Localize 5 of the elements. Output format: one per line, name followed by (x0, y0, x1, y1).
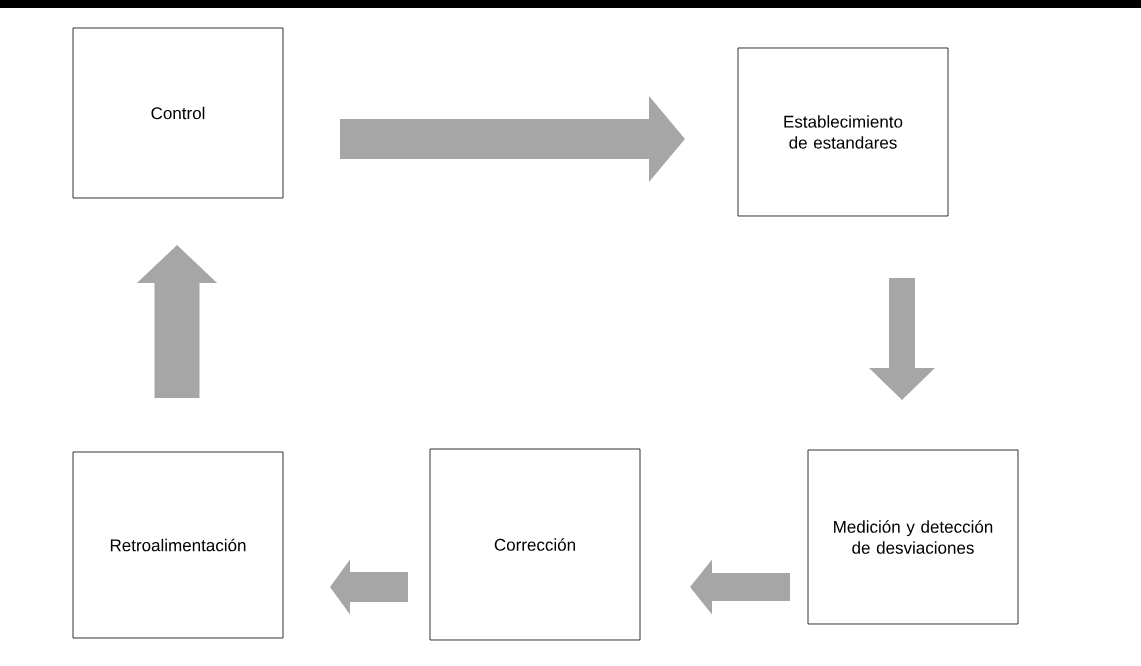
process-box: Retroalimentación (72, 451, 284, 639)
process-box: Corrección (429, 448, 641, 641)
process-box: Establecimiento de estandares (737, 47, 949, 217)
process-box: Control (72, 27, 284, 199)
process-box: Medición y detección de desviaciones (807, 449, 1019, 625)
